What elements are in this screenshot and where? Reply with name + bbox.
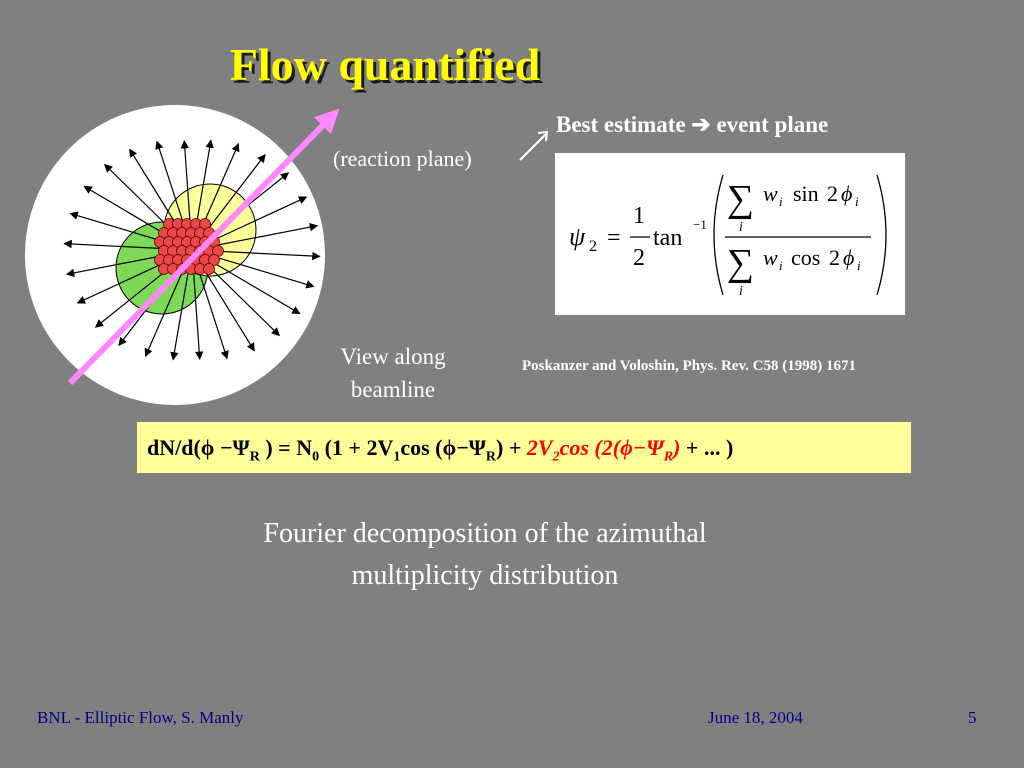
svg-text:sin: sin [793, 181, 819, 206]
footer-date: June 18, 2004 [708, 708, 803, 727]
elliptic-flow-term: 2V2cos (2(ϕ−ΨR) [526, 435, 681, 465]
nucleon [208, 254, 220, 266]
svg-text:i: i [779, 194, 783, 209]
fourier-description: Fourier decomposition of the azimuthal m… [263, 518, 707, 591]
svg-text:ψ: ψ [569, 222, 586, 251]
svg-text:i: i [779, 258, 783, 273]
svg-text:2: 2 [827, 181, 838, 206]
svg-text:2: 2 [589, 238, 597, 255]
reaction-plane-arrow [67, 108, 340, 386]
reaction-plane-label: (reaction plane) [333, 146, 472, 171]
slide-title: Flow quantified [229, 39, 541, 90]
svg-text:−1: −1 [693, 217, 707, 232]
svg-text:i: i [855, 194, 859, 209]
svg-text:cos: cos [791, 245, 820, 270]
svg-text:i: i [739, 284, 743, 299]
svg-text:i: i [739, 220, 743, 235]
svg-text:ϕ: ϕ [841, 181, 852, 206]
svg-text:w: w [763, 245, 778, 270]
event-plane-formula: ψ 2 = 1 2 tan −1 ∑ i w i sin 2 ϕ i ∑ i w… [555, 153, 905, 315]
svg-text:=: = [607, 225, 621, 251]
svg-text:1: 1 [633, 203, 645, 229]
svg-text:w: w [763, 181, 778, 206]
svg-text:2: 2 [829, 245, 840, 270]
view-along-beamline-label: View along beamline [340, 344, 446, 402]
svg-text:tan: tan [653, 225, 682, 251]
citation: Poskanzer and Voloshin, Phys. Rev. C58 (… [522, 358, 856, 374]
svg-text:∑: ∑ [727, 178, 754, 220]
beamline-view-diagram [25, 105, 340, 405]
fourier-equation: dN/d(ϕ −ΨR ) = N0 (1 + 2V1cos (ϕ−ΨR) + 2… [137, 422, 911, 473]
best-estimate-label: Best estimate ➔ event plane [556, 112, 829, 137]
right-arrow-icon: ➔ [691, 112, 711, 137]
svg-text:2: 2 [633, 245, 645, 271]
footer-presentation-info: BNL - Elliptic Flow, S. Manly [37, 708, 244, 727]
svg-text:i: i [857, 258, 861, 273]
footer-page-number: 5 [968, 708, 977, 727]
pointer-arrow-icon [519, 130, 549, 161]
nucleon [203, 263, 215, 275]
svg-text:∑: ∑ [727, 242, 754, 284]
svg-text:ϕ: ϕ [843, 245, 854, 270]
